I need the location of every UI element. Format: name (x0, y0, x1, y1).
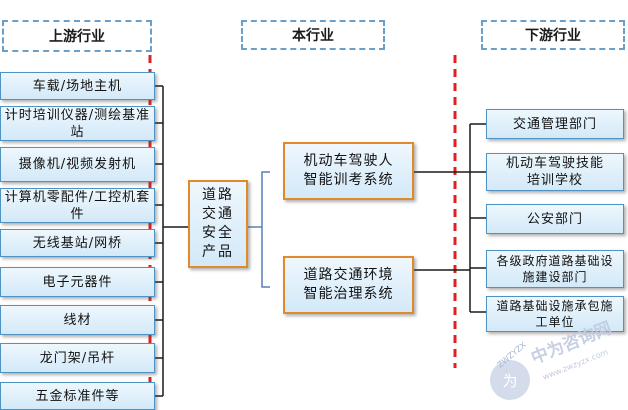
downstream-item: 交通管理部门 (486, 109, 624, 139)
downstream-item: 公安部门 (486, 204, 624, 234)
downstream-item: 道路基础设施承包施工单位 (486, 296, 624, 332)
downstream-item: 机动车驾驶技能培训学校 (486, 153, 624, 191)
upstream-item: 计时培训仪器/测绘基准站 (0, 106, 155, 141)
upstream-item: 车载/场地主机 (0, 72, 155, 100)
system-box: 道路交通环境智能治理系统 (283, 256, 414, 314)
center-product-box: 道路交通安全产品 (188, 180, 248, 268)
downstream-connectors (414, 123, 486, 313)
upstream-item: 电子元器件 (0, 267, 155, 297)
systems-bracket (261, 171, 270, 288)
upstream-item: 线材 (0, 305, 155, 335)
header-current: 本行业 (241, 20, 385, 50)
upstream-item: 龙门架/吊杆 (0, 343, 155, 373)
svg-text:为: 为 (502, 372, 517, 390)
upstream-item: 无线基站/网桥 (0, 229, 155, 257)
upstream-item: 计算机零配件/工控机套件 (0, 188, 155, 223)
upstream-connectors (155, 85, 188, 397)
header-upstream: 上游行业 (2, 20, 152, 52)
downstream-item: 各级政府道路基础设施建设部门 (486, 250, 624, 288)
watermark-logo: 为 ZWZYZX 中为咨询网 www.zwzyzx.com (490, 318, 615, 400)
upstream-item: 五金标准件等 (0, 382, 155, 410)
header-downstream: 下游行业 (481, 20, 625, 50)
upstream-item: 摄像机/视频发射机 (0, 147, 155, 182)
system-box: 机动车驾驶人智能训考系统 (283, 142, 414, 200)
